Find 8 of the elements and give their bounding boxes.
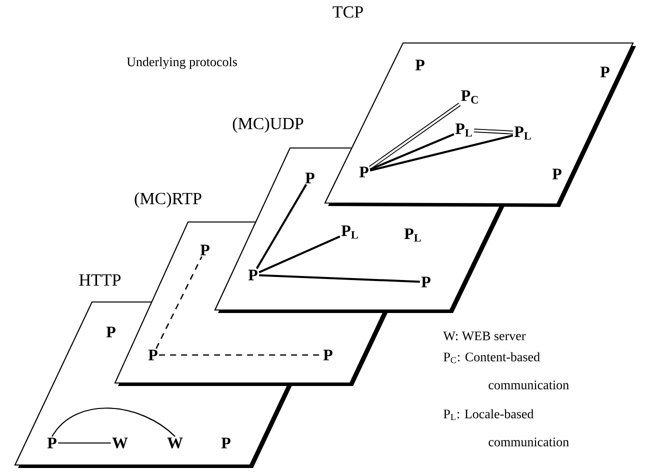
plane-heading: (MC)RTP <box>134 192 202 208</box>
legend-entry: P$_{L}$: Locale-based communication <box>444 409 569 446</box>
plane-heading: (MC)UDP <box>232 117 304 133</box>
plane-heading: TCP <box>332 6 363 18</box>
legend-entry: P$_{C}$: Content-based communication <box>444 352 569 390</box>
plane-heading: HTTP <box>79 274 121 286</box>
label-text: W: WEB server <box>443 332 526 340</box>
label-text: Underlying protocols <box>126 57 237 69</box>
